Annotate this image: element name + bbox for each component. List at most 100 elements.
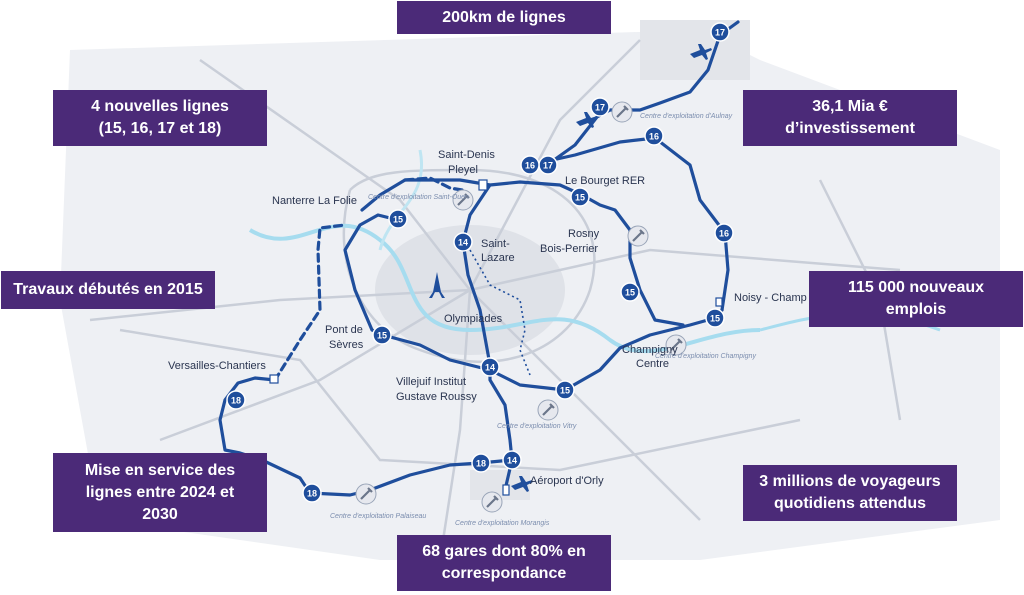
depot-label-aulnay: Centre d'exploitation d'Aulnay (640, 113, 733, 120)
station-label: Sèvres (329, 339, 364, 351)
badge-l15d-text: 15 (710, 314, 720, 324)
badge-l15a (388, 209, 408, 229)
badge-l16c (714, 223, 734, 243)
badge-l15d (705, 308, 725, 328)
callout-stations-line1: 68 gares dont 80% en (422, 543, 586, 560)
callout-new-lines-line1: 4 nouvelles lignes (91, 98, 229, 115)
callout-service-line1: Mise en service des (84, 461, 236, 479)
callout-investment-line2: d’investissement (785, 120, 915, 137)
callout-service: Mise en service des lignes entre 2024 et… (53, 453, 267, 532)
station-label: Rosny (568, 228, 600, 240)
badge-l17b-text: 17 (595, 103, 605, 113)
depot-wrench-icon (537, 399, 559, 421)
badge-l18c-text: 18 (476, 459, 486, 469)
station-label: Bois-Perrier (540, 243, 598, 255)
badge-l17a-text: 17 (715, 28, 725, 38)
line-18-dashed (273, 223, 347, 382)
callout-service-line2: lignes entre 2024 et (85, 483, 235, 501)
callout-stations: 68 gares dont 80% en correspondance (397, 535, 611, 591)
station-label: Villejuif Institut (396, 376, 466, 388)
callout-travelers-line2: quotidiens attendus (774, 495, 926, 512)
badge-l14b (480, 357, 500, 377)
station-marker-versailles (269, 374, 279, 384)
callout-investment: 36,1 Mia € d’investissement (743, 90, 957, 146)
callout-service-line3: 2030 (142, 505, 178, 523)
station-label: Aéroport d'Orly (530, 475, 604, 487)
station-label: Champigny (622, 344, 678, 356)
airport-cdg-area (640, 20, 750, 80)
badge-l15b (570, 187, 590, 207)
callout-stations-line2: correspondance (441, 565, 567, 582)
callout-investment-line1: 36,1 Mia € (812, 98, 888, 115)
callout-jobs-line1: 115 000 nouveaux (847, 279, 985, 296)
depot-wrench-icon (611, 101, 633, 123)
station-label: Pont de (325, 324, 363, 336)
station-label: Olympiades (444, 313, 503, 325)
depot-wrench-icon (452, 189, 474, 211)
badge-l15c-text: 15 (625, 288, 635, 298)
badge-l16c-text: 16 (719, 229, 729, 239)
badge-l15b-text: 15 (575, 193, 585, 203)
badge-l16a-text: 16 (649, 132, 659, 142)
badge-l15e-text: 15 (377, 331, 387, 341)
badge-l18a (226, 390, 246, 410)
depot-wrench-icon (355, 483, 377, 505)
station-label: Versailles-Chantiers (168, 360, 266, 372)
line-17 (533, 20, 740, 167)
badge-l15c (620, 282, 640, 302)
badge-l18a-text: 18 (231, 396, 241, 406)
badge-l14b-text: 14 (485, 363, 495, 373)
river-branch (378, 149, 424, 251)
station-label: Saint-Denis (438, 149, 495, 161)
eiffel-tower-icon (429, 272, 445, 298)
badge-l15a-text: 15 (393, 215, 403, 225)
station-marker-noisy (715, 297, 723, 307)
station-marker-orly (502, 484, 510, 496)
badge-l16b (520, 155, 540, 175)
badge-l17b (590, 97, 610, 117)
callout-km: 200km de lignes (397, 1, 611, 34)
station-label: Gustave Roussy (396, 391, 477, 403)
badge-l16a (644, 126, 664, 146)
callout-travelers: 3 millions de voyageurs quotidiens atten… (743, 465, 957, 521)
station-label: Lazare (481, 252, 515, 264)
line-badges: 17 17 17 16 16 16 15 15 15 15 15 15 14 1… (226, 22, 734, 503)
badge-l18c (471, 453, 491, 473)
station-label: Nanterre La Folie (272, 195, 357, 207)
depot-label-saint-ouen: Centre d'exploitation Saint-Ouen (368, 194, 469, 201)
badge-l15e (372, 325, 392, 345)
depot-wrench-icon (481, 491, 503, 513)
station-label: Le Bourget RER (565, 175, 645, 187)
station-marker-saint-denis (478, 179, 488, 191)
depot-label-champigny: Centre d'exploitation Champigny (655, 353, 756, 360)
station-label: Centre (636, 358, 669, 370)
airport-icon (690, 44, 712, 60)
depot-wrench-icon (627, 225, 649, 247)
depot-label-morangis: Centre d'exploitation Morangis (455, 520, 550, 527)
line-15-dashed (403, 176, 464, 192)
badge-l17a (710, 22, 730, 42)
station-label: Noisy - Champ (734, 292, 807, 304)
airport-icon (576, 112, 598, 128)
depot-wrench-icon (665, 334, 687, 356)
callout-jobs-line2: emplois (885, 301, 947, 318)
station-label: Saint- (481, 238, 510, 250)
callout-jobs: 115 000 nouveaux emplois (809, 271, 1023, 327)
depot-label-palaiseau: Centre d'exploitation Palaiseau (330, 513, 426, 520)
callout-works-line1: Travaux débutés en 2015 (13, 281, 203, 298)
badge-l14a-text: 14 (458, 238, 468, 248)
line-16 (528, 136, 730, 312)
badge-l18b-text: 18 (307, 489, 317, 499)
badge-l14c (502, 450, 522, 470)
badge-l18b (302, 483, 322, 503)
badge-l14c-text: 14 (507, 456, 517, 466)
badge-l15f-text: 15 (560, 386, 570, 396)
airport-icon (511, 476, 533, 492)
depot-label-vitry: Centre d'exploitation Vitry (497, 423, 577, 430)
callout-travelers-line1: 3 millions de voyageurs (759, 473, 941, 490)
callout-new-lines-line2: (15, 16, 17 et 18) (98, 120, 222, 137)
callout-new-lines: 4 nouvelles lignes (15, 16, 17 et 18) (53, 90, 267, 146)
badge-l16b-text: 16 (525, 161, 535, 171)
callout-works: Travaux débutés en 2015 (1, 271, 215, 309)
callout-km-line1: 200km de lignes (442, 8, 566, 26)
